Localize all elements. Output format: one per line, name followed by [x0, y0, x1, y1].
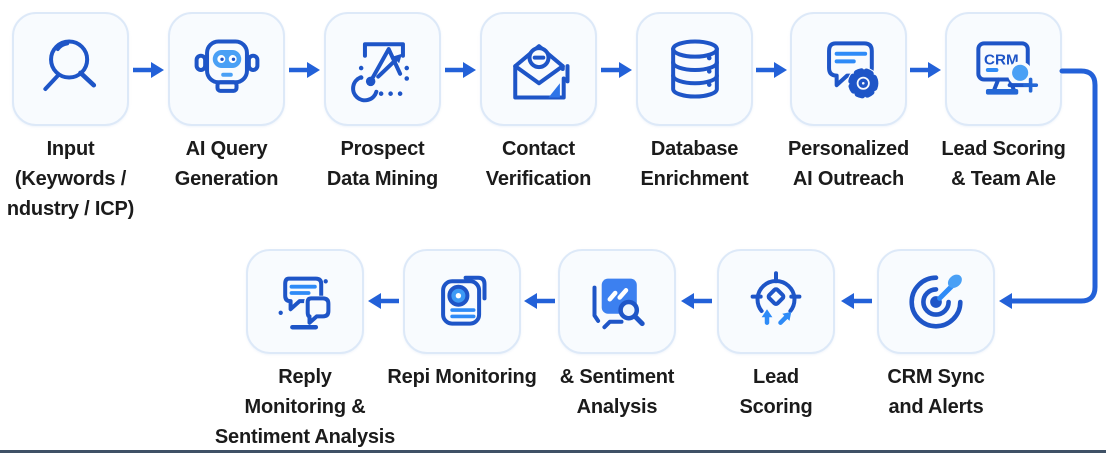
document-record-icon — [426, 266, 498, 338]
image-search-icon — [581, 278, 653, 338]
flow-node-prospect-data-mining: Prospect Data Mining — [324, 12, 441, 190]
node-label: Lead Scoring & Team Ale — [941, 138, 1066, 190]
flow-node-lead-scoring: Lead Scoring — [717, 249, 835, 418]
flow-node-database-enrichment: Database Enrichment — [636, 12, 753, 190]
arrow-right-icon — [601, 62, 632, 78]
node-label: AI Query Generation — [174, 138, 279, 190]
node-box — [790, 12, 907, 126]
flow-node-crm-sync-alerts: CRM Sync and Alerts — [877, 249, 995, 418]
crm-icon-text: CRM — [984, 51, 1019, 68]
flow-node-personalized-ai-outreach: Personalized AI Outreach — [788, 12, 909, 190]
node-label: Input (Keywords / ndustry / ICP) — [6, 138, 135, 220]
node-box — [246, 249, 364, 354]
chat-bubbles-icon — [278, 266, 332, 338]
flow-node-input: Input (Keywords / ndustry / ICP) — [7, 12, 134, 220]
node-label: & Sentiment Analysis — [559, 366, 675, 418]
arrow-right-icon — [910, 62, 941, 78]
node-box — [480, 12, 597, 126]
flow-node-lead-scoring-team-alerts: CRM Lead Scoring & Team Ale — [941, 12, 1066, 190]
node-box — [717, 249, 835, 354]
arrow-right-icon — [133, 62, 164, 78]
arrow-right-icon — [445, 62, 476, 78]
mail-check-icon — [501, 31, 577, 107]
node-box — [558, 249, 676, 354]
node-box — [636, 12, 753, 126]
search-icon — [33, 31, 109, 107]
crm-monitor-icon: CRM — [966, 31, 1042, 95]
node-box — [877, 249, 995, 354]
arrow-left-icon — [841, 293, 872, 309]
node-label: Prospect Data Mining — [326, 138, 439, 190]
robot-icon — [189, 31, 265, 107]
node-label: Database Enrichment — [640, 138, 749, 190]
node-label: Lead Scoring — [739, 366, 813, 418]
flow-node-reply-monitoring-sentiment-analysis: Reply Monitoring & Sentiment Analysis — [215, 249, 395, 448]
node-label: Reply Monitoring & Sentiment Analysis — [214, 366, 396, 448]
arrow-left-icon — [681, 293, 712, 309]
data-mining-icon — [345, 31, 409, 107]
arrow-left-icon — [524, 293, 555, 309]
flow-node-ai-query-generation: AI Query Generation — [168, 12, 285, 190]
node-label: Repi Monitoring — [387, 366, 537, 388]
target-dart-icon — [900, 274, 972, 338]
node-label: Personalized AI Outreach — [788, 138, 909, 190]
node-label: CRM Sync and Alerts — [887, 366, 985, 418]
arrow-left-icon — [368, 293, 399, 309]
node-box: CRM — [945, 12, 1062, 126]
node-box — [12, 12, 129, 126]
connector-arrow — [999, 55, 1106, 309]
node-box — [168, 12, 285, 126]
flow-node-sentiment-analysis: & Sentiment Analysis — [558, 249, 676, 418]
arrow-right-icon — [756, 62, 787, 78]
compass-arrows-icon — [740, 266, 812, 338]
database-icon — [657, 31, 733, 107]
flow-node-repi-monitoring: Repi Monitoring — [387, 249, 537, 388]
node-box — [324, 12, 441, 126]
flow-node-contact-verification: Contact Verification — [480, 12, 597, 190]
node-box — [403, 249, 521, 354]
node-label: Contact Verification — [485, 138, 592, 190]
chat-gear-icon — [811, 31, 879, 100]
arrow-right-icon — [289, 62, 320, 78]
bottom-rule — [0, 450, 1106, 453]
